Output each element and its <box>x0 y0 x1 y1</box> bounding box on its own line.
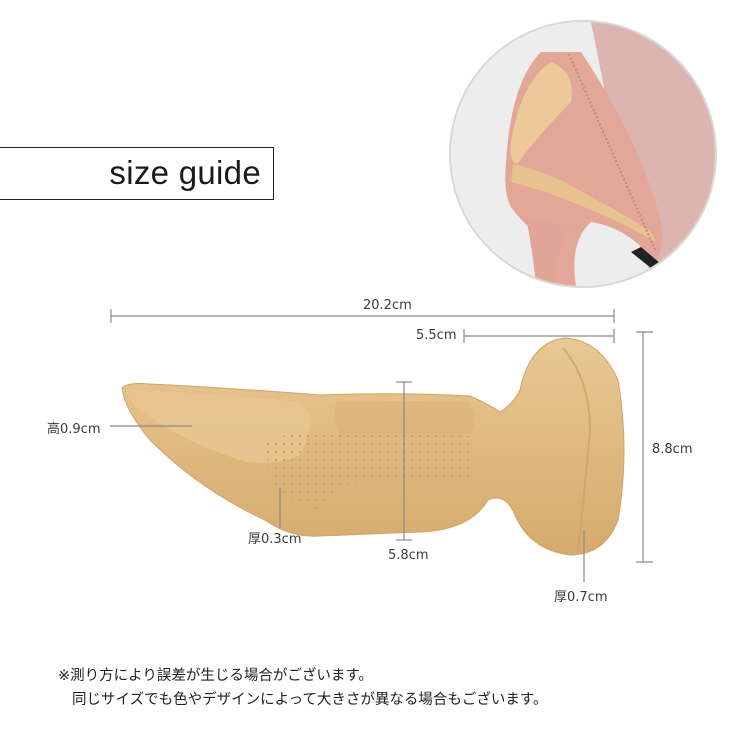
heel-height-label: 8.8cm <box>652 442 693 457</box>
front-width-label: 5.8cm <box>388 548 429 563</box>
heel-thickness-label: 厚0.7cm <box>554 590 608 605</box>
front-height-label: 高0.9cm <box>47 422 101 437</box>
note-line-1: ※測り方により誤差が生じる場合がございます。 <box>58 668 373 684</box>
dimension-lines <box>110 309 653 582</box>
middle-thickness-label: 厚0.3cm <box>248 532 302 547</box>
shoe-photo-circle <box>449 20 717 288</box>
total-length-label: 20.2cm <box>363 298 412 313</box>
note-line-2: 同じサイズでも色やデザインによって大きさが異なる場合もございます。 <box>72 692 548 708</box>
page-title: size guide <box>109 154 261 191</box>
title-banner: size guide <box>0 147 274 200</box>
shoe-photo-icon <box>451 22 715 286</box>
heel-width-label: 5.5cm <box>416 328 457 343</box>
insole-shape <box>121 337 625 556</box>
